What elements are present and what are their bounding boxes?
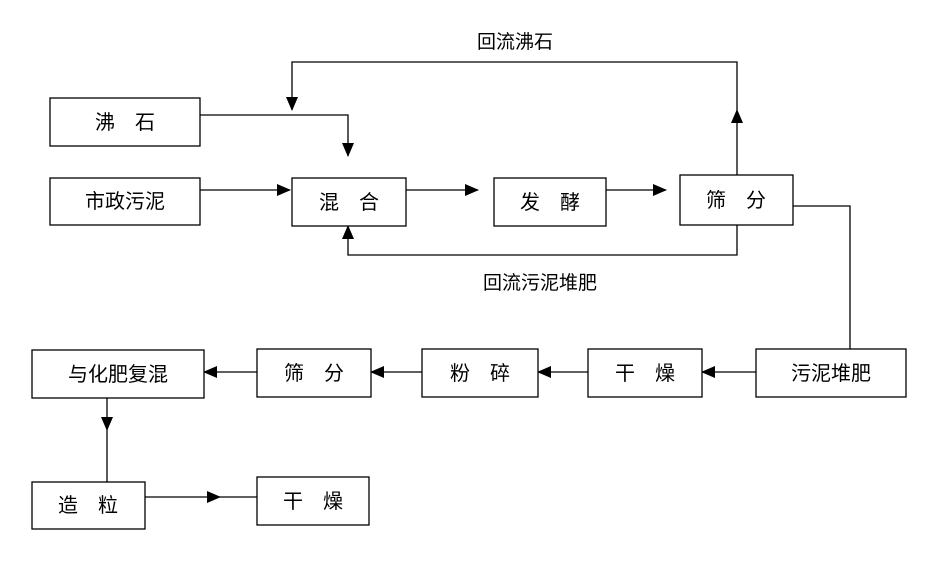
svg-text:筛 分: 筛 分 bbox=[706, 188, 766, 212]
svg-text:沸 石: 沸 石 bbox=[95, 110, 155, 134]
node-screening-1: 筛 分 bbox=[679, 174, 794, 226]
node-fermentation: 发 酵 bbox=[493, 177, 607, 227]
edge-return-zeolite-loop bbox=[286, 61, 738, 111]
edge-screening-to-compost bbox=[793, 205, 851, 349]
return-compost-label: 回流污泥堆肥 bbox=[483, 272, 597, 294]
svg-text:干 燥: 干 燥 bbox=[615, 361, 675, 385]
svg-text:市政污泥: 市政污泥 bbox=[85, 189, 165, 213]
node-sludge-compost: 污泥堆肥 bbox=[755, 348, 907, 398]
svg-text:混 合: 混 合 bbox=[319, 190, 379, 214]
svg-text:污泥堆肥: 污泥堆肥 bbox=[791, 361, 871, 385]
node-zeolite: 沸 石 bbox=[49, 97, 201, 147]
svg-text:与化肥复混: 与化肥复混 bbox=[68, 362, 168, 386]
svg-text:造 粒: 造 粒 bbox=[58, 493, 118, 517]
node-screening-2: 筛 分 bbox=[256, 348, 372, 398]
svg-text:发 酵: 发 酵 bbox=[520, 190, 580, 214]
node-municipal-sludge: 市政污泥 bbox=[49, 177, 201, 226]
svg-text:粉 碎: 粉 碎 bbox=[450, 361, 510, 385]
node-granulation: 造 粒 bbox=[31, 481, 146, 530]
return-zeolite-label: 回流沸石 bbox=[477, 31, 553, 53]
node-drying-2: 干 燥 bbox=[256, 476, 370, 526]
node-fertilizer-remix: 与化肥复混 bbox=[31, 349, 205, 399]
edge-zeolite-to-mixing bbox=[200, 114, 354, 157]
svg-text:筛 分: 筛 分 bbox=[284, 361, 344, 385]
edge-return-compost-loop bbox=[342, 225, 738, 256]
node-crushing: 粉 碎 bbox=[421, 348, 539, 398]
svg-text:干 燥: 干 燥 bbox=[283, 489, 343, 513]
node-drying-1: 干 燥 bbox=[587, 348, 703, 398]
node-mixing: 混 合 bbox=[291, 177, 407, 227]
